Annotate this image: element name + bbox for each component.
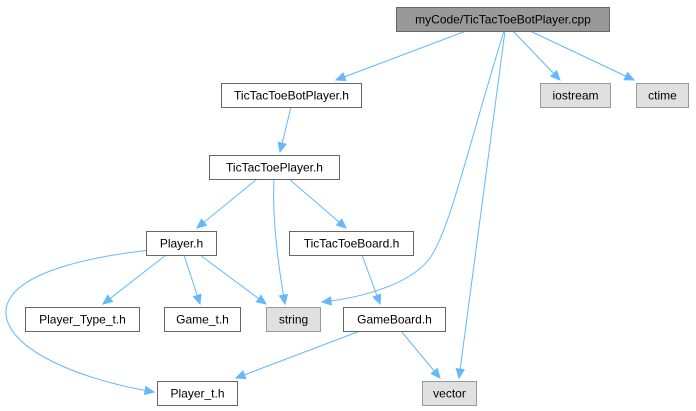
node-tttboard[interactable]: TicTacToeBoard.h: [289, 231, 414, 256]
node-label: Player_t.h: [170, 387, 224, 401]
edge-player-to-string: [199, 254, 267, 305]
edge-tttboard-to-gameboard: [361, 254, 382, 306]
node-label: TicTacToeBoard.h: [304, 237, 400, 251]
node-box: [157, 381, 238, 406]
arrow-head-icon: [255, 294, 267, 305]
edge-cpp-to-ctime: [529, 30, 636, 81]
node-box: [25, 307, 140, 332]
arrow-head-icon: [334, 72, 347, 82]
node-ctime: ctime: [636, 83, 689, 108]
node-iostream: iostream: [540, 83, 611, 108]
arrow-head-icon: [320, 296, 332, 306]
arrow-head-icon: [196, 218, 208, 229]
arrow-head-icon: [372, 293, 382, 306]
dependency-edges: [5, 30, 636, 396]
arrow-head-icon: [192, 293, 202, 306]
node-box: [209, 155, 340, 180]
node-box: [164, 307, 241, 332]
arrow-head-icon: [430, 367, 441, 379]
arrow-head-icon: [143, 385, 156, 396]
node-box: [422, 381, 477, 406]
edge-cpp-to-botplayer: [334, 30, 467, 82]
edge-line: [235, 330, 361, 379]
edge-tttplayer-to-string: [273, 178, 289, 306]
edge-tttplayer-to-player: [196, 178, 258, 229]
node-box: [636, 83, 689, 108]
node-ptype[interactable]: Player_Type_t.h: [25, 307, 140, 332]
arrow-head-icon: [455, 367, 465, 380]
edge-line: [529, 30, 635, 81]
edge-gameboard-to-playert: [234, 330, 361, 380]
node-label: Game_t.h: [176, 313, 229, 327]
node-string: string: [266, 307, 321, 332]
node-label: GameBoard.h: [357, 313, 432, 327]
node-label: Player_Type_t.h: [39, 313, 126, 327]
node-botplayer[interactable]: TicTacToeBotPlayer.h: [221, 83, 362, 108]
edge-line: [458, 30, 506, 379]
node-label: vector: [433, 387, 466, 401]
node-tttplayer[interactable]: TicTacToePlayer.h: [209, 155, 340, 180]
node-label: myCode/TicTacToeBotPlayer.cpp: [415, 13, 591, 27]
node-box: [540, 83, 611, 108]
edge-gameboard-to-vector: [400, 330, 441, 379]
edge-line: [335, 30, 467, 81]
node-label: TicTacToePlayer.h: [226, 161, 323, 175]
edge-line: [512, 30, 561, 81]
node-label: Player.h: [160, 237, 203, 251]
edge-line: [400, 330, 441, 379]
node-playert[interactable]: Player_t.h: [157, 381, 238, 406]
edge-line: [5, 249, 155, 393]
arrow-head-icon: [278, 293, 289, 306]
node-label: ctime: [648, 89, 677, 103]
edge-line: [273, 178, 286, 305]
node-label: TicTacToeBotPlayer.h: [234, 89, 349, 103]
node-box: [221, 83, 362, 108]
edge-line: [199, 254, 267, 305]
node-vector: vector: [422, 381, 477, 406]
edge-cpp-to-iostream: [512, 30, 561, 81]
edge-player-to-playert: [5, 249, 156, 396]
edge-tttplayer-to-tttboard: [288, 178, 347, 229]
arrow-head-icon: [234, 370, 247, 380]
edge-botplayer-to-tttplayer: [277, 106, 292, 154]
node-label: string: [279, 313, 308, 327]
node-box: [289, 231, 414, 256]
file-nodes: myCode/TicTacToeBotPlayer.cppTicTacToeBo…: [25, 7, 689, 406]
arrow-head-icon: [549, 69, 561, 81]
node-box: [396, 7, 610, 32]
arrow-head-icon: [102, 294, 114, 305]
arrow-head-icon: [335, 218, 347, 229]
node-player[interactable]: Player.h: [146, 231, 217, 256]
edge-cpp-to-vector: [455, 30, 506, 380]
node-cpp[interactable]: myCode/TicTacToeBotPlayer.cpp: [396, 7, 610, 32]
edge-player-to-game: [183, 254, 202, 306]
arrow-head-icon: [277, 141, 287, 154]
node-game[interactable]: Game_t.h: [164, 307, 241, 332]
node-box: [146, 231, 217, 256]
node-box: [266, 307, 321, 332]
edge-player-to-ptype: [102, 254, 167, 305]
edge-line: [196, 178, 258, 229]
node-label: iostream: [552, 89, 598, 103]
node-gameboard[interactable]: GameBoard.h: [343, 307, 446, 332]
arrow-head-icon: [623, 71, 636, 81]
edge-line: [321, 30, 505, 303]
edge-line: [288, 178, 347, 229]
node-box: [343, 307, 446, 332]
edge-cpp-to-string: [320, 30, 505, 306]
edge-line: [102, 254, 167, 305]
